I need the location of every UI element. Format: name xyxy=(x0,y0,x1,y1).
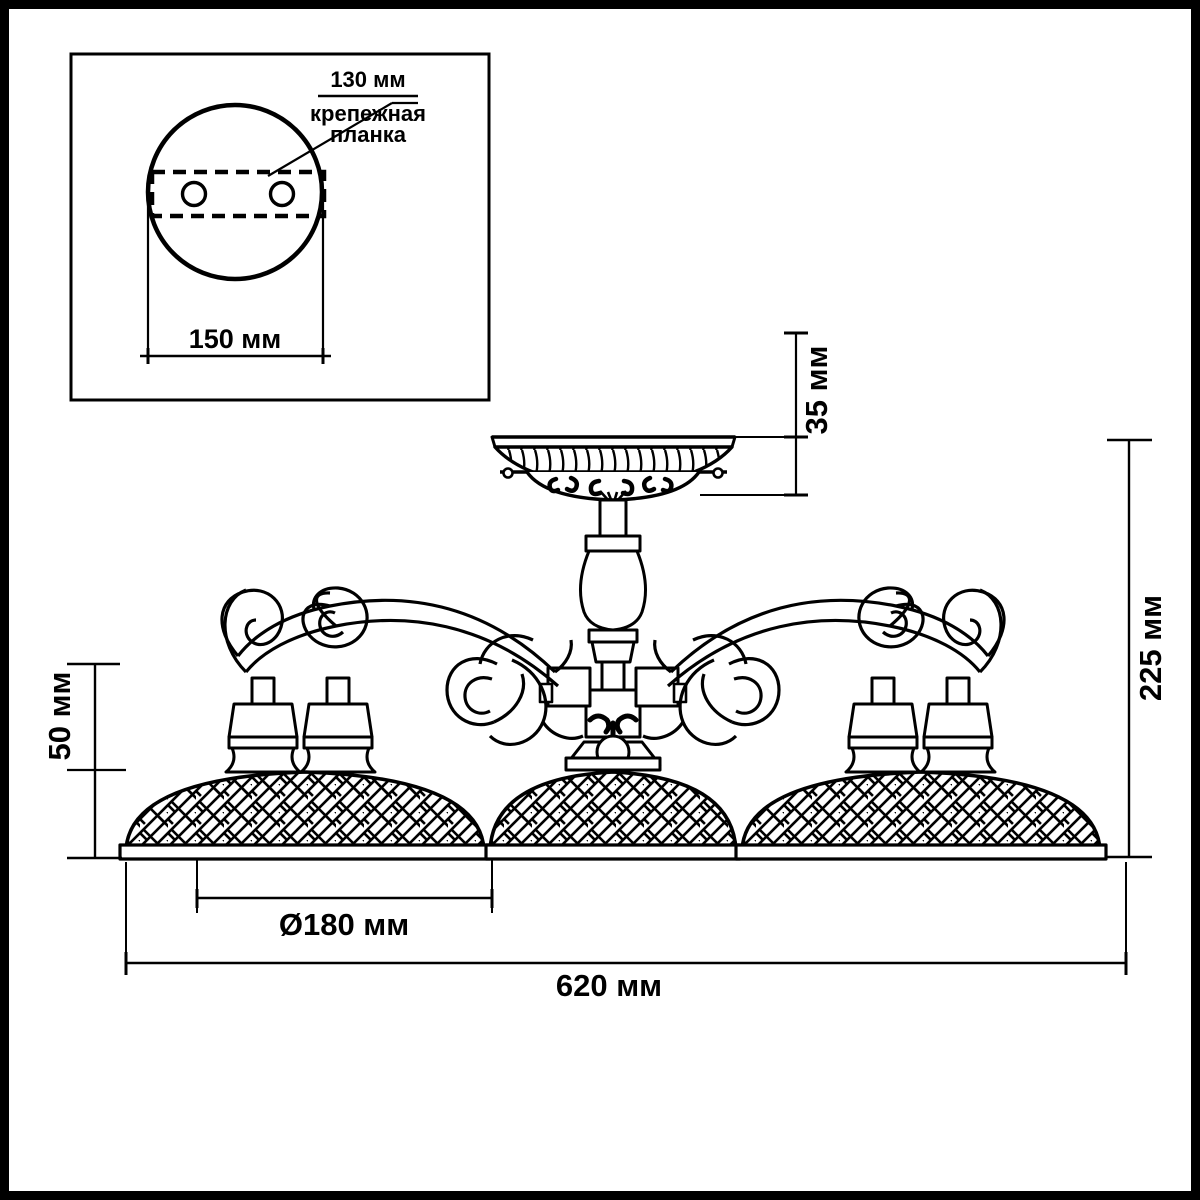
callout-label-line1: крепежная xyxy=(310,101,426,126)
glass-shades xyxy=(118,770,1108,861)
mounting-hole-right xyxy=(268,180,296,208)
dim-225: 225 мм xyxy=(1107,438,1168,859)
dim-50-label: 50 мм xyxy=(42,672,77,761)
mounting-plate-detail-panel: 130 мм крепежная планка 150 мм xyxy=(69,52,491,402)
shade-3 xyxy=(484,770,742,861)
dim-150: 150 мм xyxy=(140,200,331,364)
dim-35-label: 35 мм xyxy=(799,346,834,435)
dim-620-label: 620 мм xyxy=(556,968,662,1003)
callout-leader-line xyxy=(267,102,393,177)
decorative-arms xyxy=(220,586,1006,746)
socket-holder-3 xyxy=(844,676,922,774)
dim-180-label: Ø180 мм xyxy=(279,907,409,942)
dim-225-label: 225 мм xyxy=(1133,595,1168,701)
dim-620: 620 мм xyxy=(124,862,1128,1003)
shade-5 xyxy=(734,770,1108,861)
chandelier-elevation xyxy=(118,435,1108,861)
center-column xyxy=(538,498,688,772)
socket-holder-2 xyxy=(299,676,377,774)
socket-holder-4 xyxy=(919,676,997,774)
dim-150-label: 150 мм xyxy=(189,324,282,354)
ceiling-canopy xyxy=(490,435,737,503)
dim-50: 50 мм xyxy=(42,662,126,860)
shade-1 xyxy=(118,770,492,861)
socket-holders xyxy=(224,676,997,774)
dim-130-label: 130 мм xyxy=(330,67,405,92)
socket-holder-1 xyxy=(224,676,302,774)
dim-180: Ø180 мм xyxy=(195,860,494,942)
mounting-hole-left xyxy=(180,180,208,208)
mounting-bar-dashed xyxy=(149,169,327,219)
canopy-circle xyxy=(145,102,325,282)
callout-label-line2: планка xyxy=(330,122,407,147)
dim-35: 35 мм xyxy=(700,331,834,497)
